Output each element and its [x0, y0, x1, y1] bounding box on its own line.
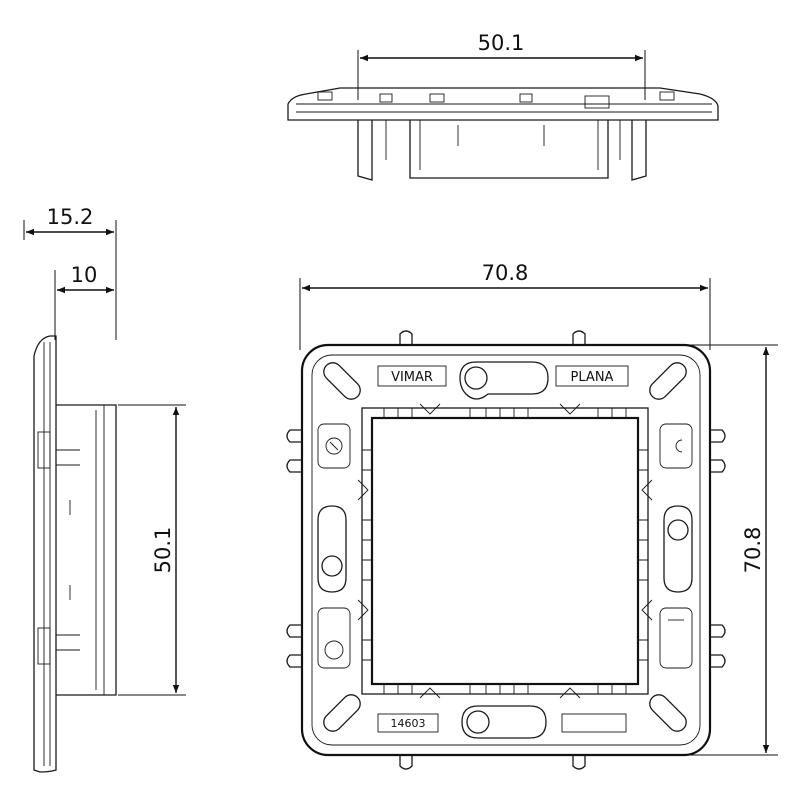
side-depth-body-label: 10: [71, 263, 98, 287]
top-width-dimension-label: 50.1: [478, 31, 525, 55]
side-height-label: 50.1: [151, 527, 175, 574]
side-depth-total-label: 15.2: [47, 205, 94, 229]
keyhole-slots: [317, 361, 693, 739]
side-view: 15.2 10 50.1: [23, 205, 186, 773]
front-view: 70.8 70.8: [286, 261, 778, 770]
brand-label-vimar: VIMAR: [391, 370, 433, 385]
top-view: 50.1: [287, 31, 719, 181]
certification-mark-icon: [324, 640, 344, 660]
ce-mark-icon: [675, 439, 683, 453]
front-width-label: 70.8: [482, 261, 529, 285]
frame-outline: [300, 343, 712, 757]
front-height-label: 70.8: [741, 527, 765, 574]
corner-mounting-slots: [323, 362, 687, 732]
aperture-teeth: [357, 403, 653, 699]
ground-symbol-icon: [325, 437, 343, 455]
central-aperture: [370, 416, 640, 686]
brand-label-plana: PLANA: [571, 370, 614, 385]
article-code-label: 14603: [391, 717, 426, 730]
